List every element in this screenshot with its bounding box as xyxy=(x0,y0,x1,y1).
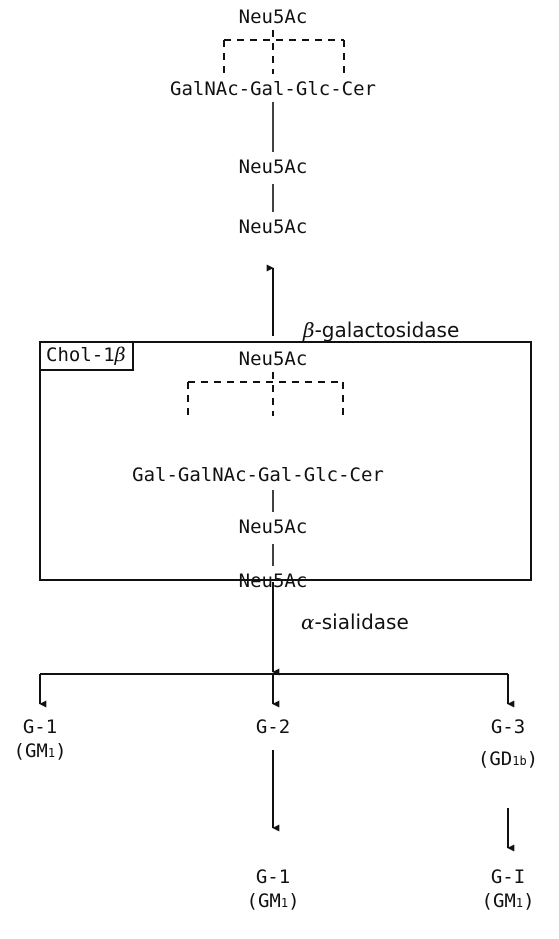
product-g1-name: G-1 xyxy=(22,716,58,738)
product-g2-name: G-2 xyxy=(255,716,291,738)
box-label-beta: β xyxy=(114,344,126,366)
galactosidase-text: -galactosidase xyxy=(314,318,460,342)
top-neu5ac-branch: Neu5Ac xyxy=(238,6,308,28)
paren-open: ( xyxy=(477,748,490,770)
paren-open: ( xyxy=(13,740,25,762)
ganglioside-sub: 1 xyxy=(47,746,56,760)
paren-open: ( xyxy=(246,890,258,912)
ganglioside-base: GD xyxy=(489,748,513,770)
ganglioside-sub: 1 xyxy=(280,896,289,910)
sialidase-text: -sialidase xyxy=(314,610,409,634)
paren-close: ) xyxy=(526,748,539,770)
product-g3-name: G-3 xyxy=(490,716,526,738)
box-dashed-branch xyxy=(187,372,344,416)
enzyme-galactosidase: β-galactosidase xyxy=(303,320,459,340)
beta-symbol: β xyxy=(303,318,315,342)
g2-product-ganglioside: (GM1) xyxy=(246,892,299,911)
product-g1-ganglioside: (GM1) xyxy=(13,742,66,761)
ganglioside-base: GM xyxy=(24,740,48,762)
box-neu5ac-mid: Neu5Ac xyxy=(238,516,308,538)
ganglioside-base: GM xyxy=(257,890,281,912)
box-label-text: Chol-1 xyxy=(46,344,115,366)
paren-close: ) xyxy=(55,740,67,762)
top-neu5ac-bottom: Neu5Ac xyxy=(238,216,308,238)
g3-product-name: G-I xyxy=(490,866,526,888)
top-chain: GalNAc-Gal-Glc-Cer xyxy=(170,78,376,100)
box-neu5ac-bottom: Neu5Ac xyxy=(238,570,308,592)
alpha-symbol: α xyxy=(301,610,315,634)
product-g3-ganglioside: (GD1b) xyxy=(478,750,538,769)
paren-close: ) xyxy=(288,890,300,912)
ganglioside-base: GM xyxy=(492,890,516,912)
box-chain: Gal-GalNAc-Gal-Glc-Cer xyxy=(132,464,384,486)
enzyme-sialidase: α-sialidase xyxy=(301,612,409,632)
top-dashed-branch xyxy=(223,30,345,74)
g2-product-name: G-1 xyxy=(255,866,291,888)
box-label: Chol-1β xyxy=(40,342,134,371)
paren-open: ( xyxy=(481,890,493,912)
paren-close: ) xyxy=(523,890,535,912)
g3-product-ganglioside: (GM1) xyxy=(481,892,534,911)
substrate-box xyxy=(39,341,532,581)
ganglioside-sub: 1b xyxy=(512,754,527,768)
ganglioside-sub: 1 xyxy=(515,896,524,910)
box-neu5ac-branch: Neu5Ac xyxy=(238,348,308,370)
top-neu5ac-mid: Neu5Ac xyxy=(238,156,308,178)
